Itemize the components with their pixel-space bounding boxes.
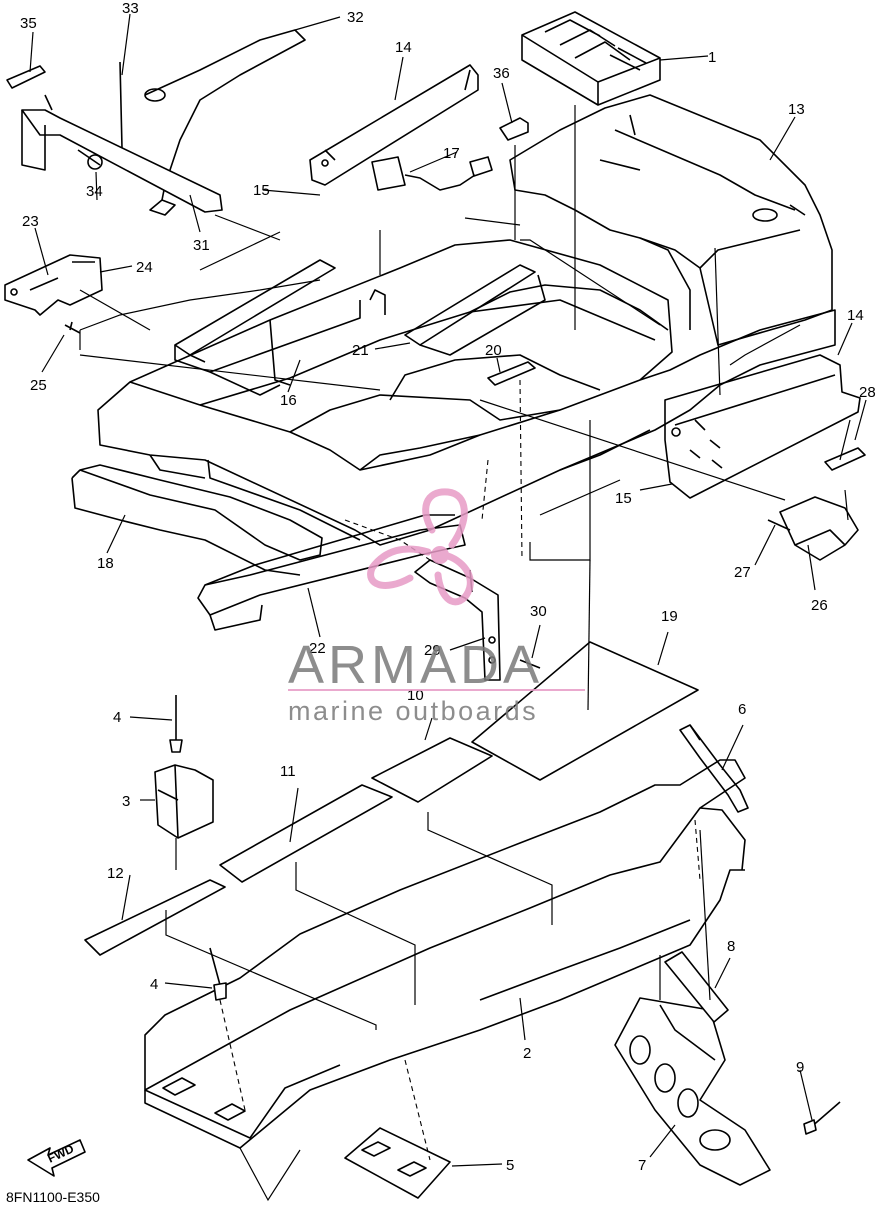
callout-16: 16	[280, 392, 297, 409]
callout-12: 12	[107, 865, 124, 882]
callout-1: 1	[708, 49, 716, 66]
callout-9: 9	[796, 1059, 804, 1076]
callout-19: 19	[661, 608, 678, 625]
callout-labels: 1 2 3 4 4 5 6 7 8 9 10 11 12 13 14 14 15…	[20, 0, 876, 1174]
part-21-rail	[369, 264, 546, 356]
callout-4-lower: 4	[150, 976, 158, 993]
callout-35: 35	[20, 15, 37, 32]
callout-15-right: 15	[615, 490, 632, 507]
part-13-body-panel	[509, 94, 833, 346]
diagram-code: 8FN1100-E350	[6, 1189, 100, 1205]
callout-34: 34	[86, 183, 103, 200]
callout-11: 11	[280, 763, 296, 780]
callout-20: 20	[485, 342, 502, 359]
callout-24: 24	[136, 259, 153, 276]
leader-lines	[29, 13, 867, 1167]
callout-7: 7	[638, 1157, 646, 1174]
callout-21: 21	[352, 342, 369, 359]
fwd-arrow-icon: FWD	[27, 1139, 86, 1177]
callout-32: 32	[347, 9, 364, 26]
callout-15-upper: 15	[253, 182, 270, 199]
callout-6: 6	[738, 701, 746, 718]
part-14-upper-plate	[309, 64, 479, 186]
part-31-bracket	[21, 61, 223, 213]
callout-14-right: 14	[847, 307, 864, 324]
callout-10: 10	[407, 687, 424, 704]
watermark-brand: ARMADA	[288, 635, 543, 695]
part-8-block	[664, 951, 729, 1023]
part-22-channel	[197, 514, 466, 631]
callout-25: 25	[30, 377, 47, 394]
part-35-pad	[6, 65, 46, 89]
callout-29: 29	[424, 642, 441, 659]
callout-30: 30	[530, 603, 547, 620]
main-hull	[97, 237, 836, 546]
part-16-rack	[174, 259, 361, 396]
part-9-screw	[803, 1101, 841, 1135]
callout-13: 13	[788, 101, 805, 118]
part-4-lower-screw	[209, 947, 227, 1001]
callout-26: 26	[811, 597, 828, 614]
propeller-logo-icon	[367, 488, 474, 606]
watermark-tagline: marine outboards	[288, 696, 538, 726]
callout-17: 17	[443, 145, 460, 162]
part-1-tool-kit	[521, 11, 661, 106]
callout-36: 36	[493, 65, 510, 82]
part-23-24-hinge	[4, 254, 103, 334]
part-18-side-rail	[71, 464, 323, 576]
part-7-bracket	[614, 997, 771, 1186]
callout-23: 23	[22, 213, 39, 230]
callout-18: 18	[97, 555, 114, 572]
callout-14-upper: 14	[395, 39, 412, 56]
part-12-strip	[84, 879, 226, 956]
part-17-switch	[371, 156, 493, 191]
part-11-mat	[219, 784, 393, 883]
callout-5: 5	[506, 1157, 514, 1174]
part-3-4-clip	[154, 695, 214, 839]
callout-4-upper: 4	[113, 709, 121, 726]
part-5-plate	[344, 1127, 451, 1199]
part-14-right-plate	[664, 354, 861, 499]
callout-8: 8	[727, 938, 735, 955]
callout-2: 2	[523, 1045, 531, 1062]
part-36-clip	[499, 117, 529, 141]
part-20-block	[487, 361, 536, 386]
part-10-mat	[371, 737, 493, 803]
callout-27: 27	[734, 564, 751, 581]
assembly-lines	[79, 105, 851, 1202]
part-6-hook	[679, 724, 749, 813]
callout-22: 22	[309, 640, 326, 657]
callout-33: 33	[122, 0, 139, 17]
callout-3: 3	[122, 793, 130, 810]
armada-watermark: ARMADA marine outboards	[288, 488, 585, 726]
part-26-27-28-hinge	[767, 447, 866, 561]
callout-31: 31	[193, 237, 210, 254]
part-19-mat	[471, 641, 699, 781]
callout-28: 28	[859, 384, 876, 401]
